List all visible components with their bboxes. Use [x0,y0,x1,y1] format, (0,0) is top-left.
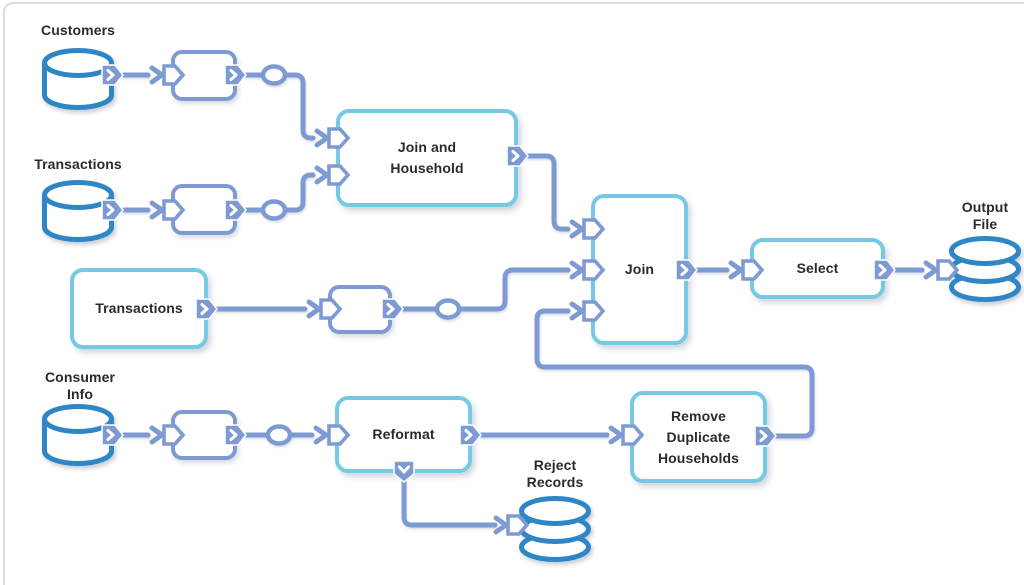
arrowhead-icon [926,263,936,277]
transactions-database-icon[interactable] [45,183,112,240]
link-marker-icon [260,64,288,86]
link-marker-icon [265,424,293,446]
wire-op3-to-join [400,267,571,312]
node-select-label: Select [796,260,839,276]
arrowhead-icon [572,263,582,277]
arrowhead-icon [152,428,162,442]
wire-op1-to-joinhousehold [243,72,316,141]
node-join-and-household-label: Join and Household [390,139,464,176]
arrowhead-icon [317,131,327,145]
transactions-db-label: Transactions [34,156,122,172]
node-reformat-label: Reformat [372,426,435,442]
node-join[interactable]: Join [591,194,688,345]
arrowhead-icon [316,428,326,442]
output-port-icon [100,63,125,87]
arrowhead-icon [152,203,162,217]
node-join-label: Join [624,261,655,277]
input-port-icon [936,259,959,281]
node-remove-duplicate-households-label: Remove Duplicate Households [657,407,740,466]
output-file-dataset-icon[interactable] [952,239,1019,300]
node-operator-3[interactable] [328,285,392,334]
arrowhead-icon [496,518,506,532]
node-transactions-file[interactable]: Transactions [70,268,208,349]
arrowhead-icon [572,222,582,236]
consumer-info-label: Consumer Info [44,369,116,402]
node-join-and-household[interactable]: Join and Household [336,109,518,207]
arrowhead-icon [317,168,327,182]
wire-joinhousehold-to-join [525,153,571,232]
output-port-icon [100,198,125,222]
customers-database-icon[interactable] [45,51,112,108]
node-operator-4[interactable] [171,410,237,460]
arrowhead-icon [309,302,319,316]
link-marker-icon [260,199,288,221]
wire-reformat-to-rejectrecords [401,478,498,528]
node-operator-1[interactable] [171,50,237,101]
consumer-info-database-icon[interactable] [45,407,112,464]
node-select[interactable]: Select [750,238,885,299]
node-reformat[interactable]: Reformat [335,396,472,473]
node-remove-duplicate-households[interactable]: Remove Duplicate Households [630,391,767,483]
reject-records-label: Reject Records [526,457,584,490]
arrowhead-icon [731,263,741,277]
arrowhead-icon [572,304,582,318]
link-marker-icon [434,298,462,320]
node-transactions-file-label: Transactions [95,300,183,316]
wire-op2-to-joinhousehold [243,172,316,213]
arrowhead-icon [152,68,162,82]
arrowhead-icon [611,428,621,442]
reject-records-dataset-icon[interactable] [522,499,589,560]
node-operator-2[interactable] [171,184,237,235]
customers-db-label: Customers [40,22,116,38]
output-port-icon [100,423,125,447]
output-file-label: Output File [961,199,1009,232]
input-port-icon [506,514,529,536]
